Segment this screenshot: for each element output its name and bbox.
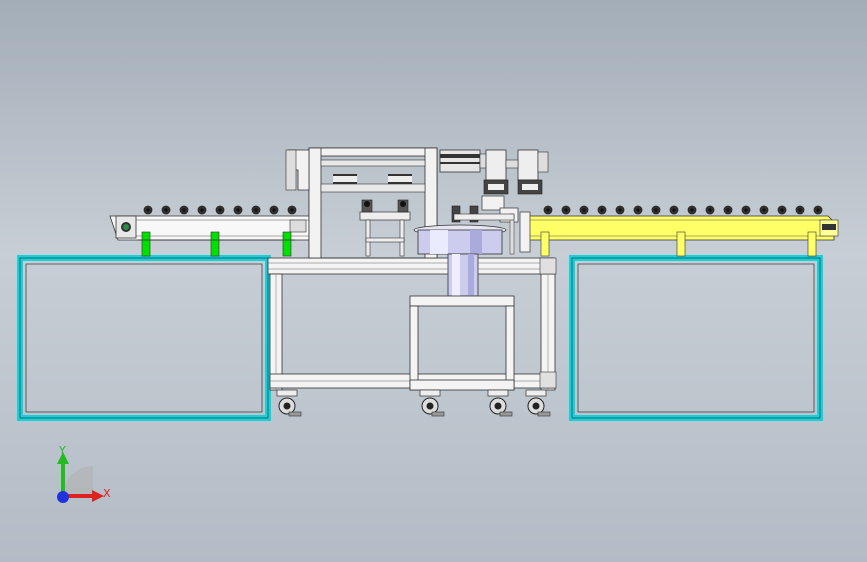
caster-wheel xyxy=(419,389,445,417)
coordinate-triad[interactable]: Y X xyxy=(57,444,111,503)
right-outline-frame[interactable] xyxy=(569,255,823,421)
right-conveyor-rollers xyxy=(543,205,823,215)
left-conveyor[interactable] xyxy=(109,205,311,257)
right-conveyor[interactable] xyxy=(527,205,839,257)
caster-wheels xyxy=(276,389,551,417)
upper-gantry[interactable] xyxy=(285,147,438,259)
lower-subframe[interactable] xyxy=(409,295,515,391)
caster-wheel xyxy=(276,389,302,417)
y-axis-label: Y xyxy=(58,444,66,457)
right-conveyor-legs xyxy=(540,231,817,257)
left-conveyor-rollers xyxy=(143,205,297,215)
left-outline-frame[interactable] xyxy=(17,255,271,421)
z-axis-origin xyxy=(57,491,69,503)
left-conveyor-legs xyxy=(138,231,295,257)
clamp-fixture[interactable] xyxy=(359,199,411,257)
caster-wheel xyxy=(525,389,551,417)
turntable[interactable] xyxy=(413,224,507,297)
x-axis-label: X xyxy=(103,487,111,500)
caster-wheel xyxy=(487,389,513,417)
servo-motor-assembly[interactable] xyxy=(439,149,549,255)
